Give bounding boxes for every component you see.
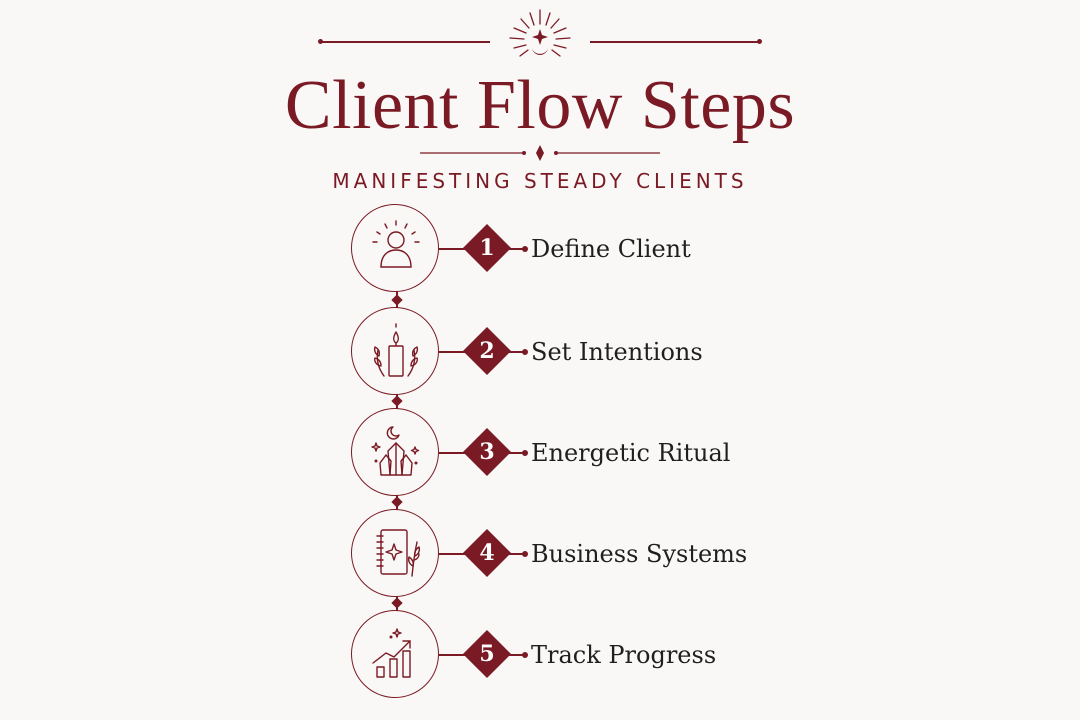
step-icon-circle <box>351 204 439 292</box>
step-icon-circle <box>351 509 439 597</box>
step-label: Define Client <box>531 235 691 263</box>
step-number: 1 <box>479 235 495 261</box>
header-line-right <box>590 39 762 44</box>
flow-step: 2 Set Intentions <box>351 307 891 397</box>
step-icon-circle <box>351 408 439 496</box>
spine-joint <box>391 496 403 508</box>
step-number: 5 <box>479 641 495 667</box>
step-label: Energetic Ritual <box>531 439 731 467</box>
person-icon <box>372 220 420 268</box>
step-icon-circle <box>351 307 439 395</box>
step-number: 4 <box>479 540 495 566</box>
flow-step: 1 Define Client <box>351 204 891 294</box>
step-label: Set Intentions <box>531 338 703 366</box>
notebook-icon <box>376 529 421 577</box>
flow-step: 3 Energetic Ritual <box>351 408 891 498</box>
step-label: Track Progress <box>531 641 717 669</box>
spine-joint <box>391 294 403 306</box>
step-label: Business Systems <box>531 540 748 568</box>
step-number: 2 <box>479 338 495 364</box>
crystal-icon <box>371 426 420 476</box>
sun-moon-icon <box>509 9 571 57</box>
title-divider <box>420 145 660 161</box>
flow-step: 4 Business Systems <box>351 509 891 599</box>
page-title: Client Flow Steps <box>284 67 796 144</box>
step-icon-circle <box>351 610 439 698</box>
subtitle: MANIFESTING STEADY CLIENTS <box>332 169 748 193</box>
candle-icon <box>373 323 419 377</box>
spine-joint <box>391 395 403 407</box>
spine-joint <box>391 597 403 609</box>
flow-step: 5 Track Progress <box>351 610 891 700</box>
header-line-left <box>318 39 490 44</box>
step-number: 3 <box>479 439 495 465</box>
growth-chart-icon <box>372 628 411 678</box>
